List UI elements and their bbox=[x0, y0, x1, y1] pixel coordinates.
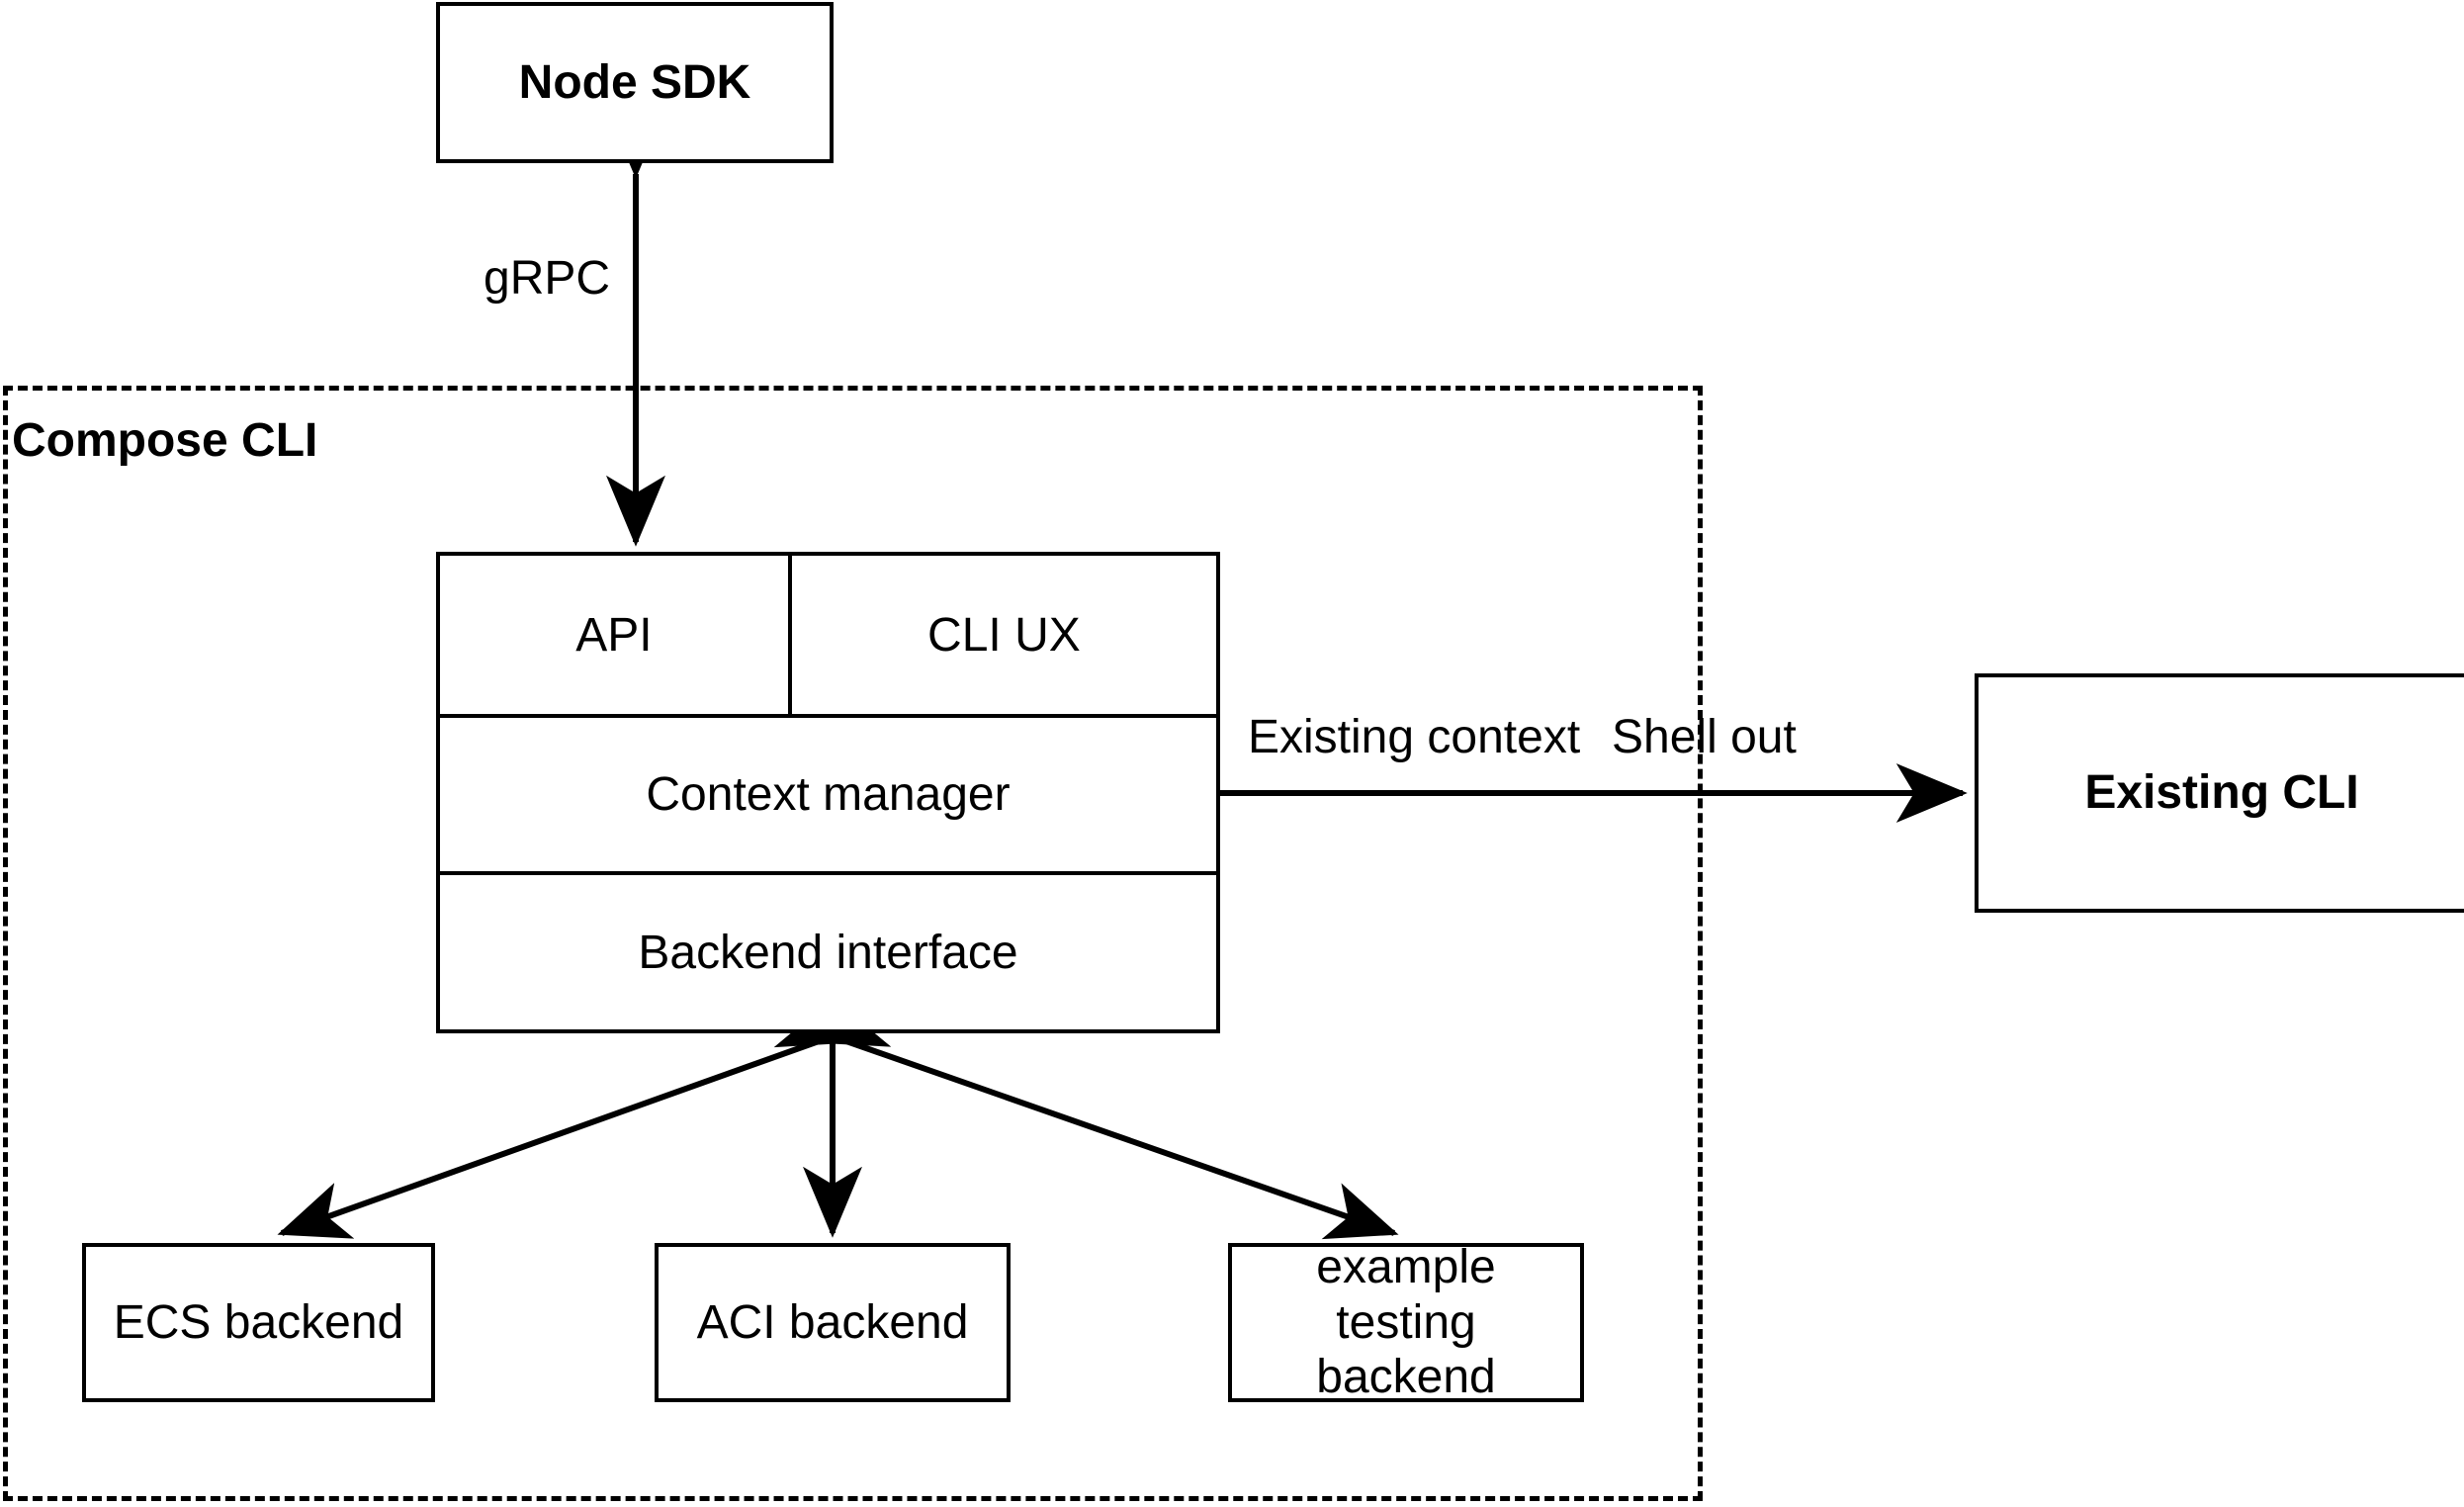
node-node-sdk-label: Node SDK bbox=[518, 55, 751, 109]
edge-label-grpc: gRPC bbox=[484, 252, 611, 305]
node-cli-ux-label: CLI UX bbox=[927, 608, 1081, 662]
node-ecs-backend-label: ECS backend bbox=[113, 1295, 404, 1349]
node-cli-ux[interactable]: CLI UX bbox=[787, 556, 1216, 714]
node-context-manager-label: Context manager bbox=[646, 768, 1011, 821]
node-aci-backend-label: ACI backend bbox=[696, 1295, 969, 1349]
node-backend-interface[interactable]: Backend interface bbox=[440, 875, 1216, 1029]
node-api-label: API bbox=[575, 608, 653, 662]
compose-cli-core-stack: API CLI UX Context manager Backend inter… bbox=[436, 552, 1220, 1033]
edge-label-shell-out: Shell out bbox=[1612, 711, 1797, 763]
stack-row-backend-interface: Backend interface bbox=[440, 871, 1216, 1029]
edge-label-existing-context: Existing context bbox=[1248, 711, 1581, 763]
node-existing-cli[interactable]: Existing CLI bbox=[1975, 673, 2464, 913]
node-node-sdk[interactable]: Node SDK bbox=[436, 2, 834, 163]
edge-backend-ecs bbox=[277, 991, 892, 1239]
node-existing-cli-label: Existing CLI bbox=[2084, 766, 2359, 820]
compose-cli-boundary-label: Compose CLI bbox=[12, 414, 318, 467]
node-aci-backend[interactable]: ACI backend bbox=[655, 1243, 1011, 1402]
edge-backend-testing bbox=[773, 991, 1399, 1240]
node-backend-interface-label: Backend interface bbox=[638, 926, 1018, 979]
stack-row-api-cliux: API CLI UX bbox=[440, 556, 1216, 714]
node-example-testing-backend-label: example testing backend bbox=[1316, 1241, 1496, 1404]
stack-row-context-manager: Context manager bbox=[440, 714, 1216, 871]
node-api[interactable]: API bbox=[440, 556, 788, 714]
node-example-testing-backend[interactable]: example testing backend bbox=[1228, 1241, 1584, 1404]
node-ecs-backend[interactable]: ECS backend bbox=[82, 1243, 435, 1402]
node-context-manager[interactable]: Context manager bbox=[440, 718, 1216, 871]
